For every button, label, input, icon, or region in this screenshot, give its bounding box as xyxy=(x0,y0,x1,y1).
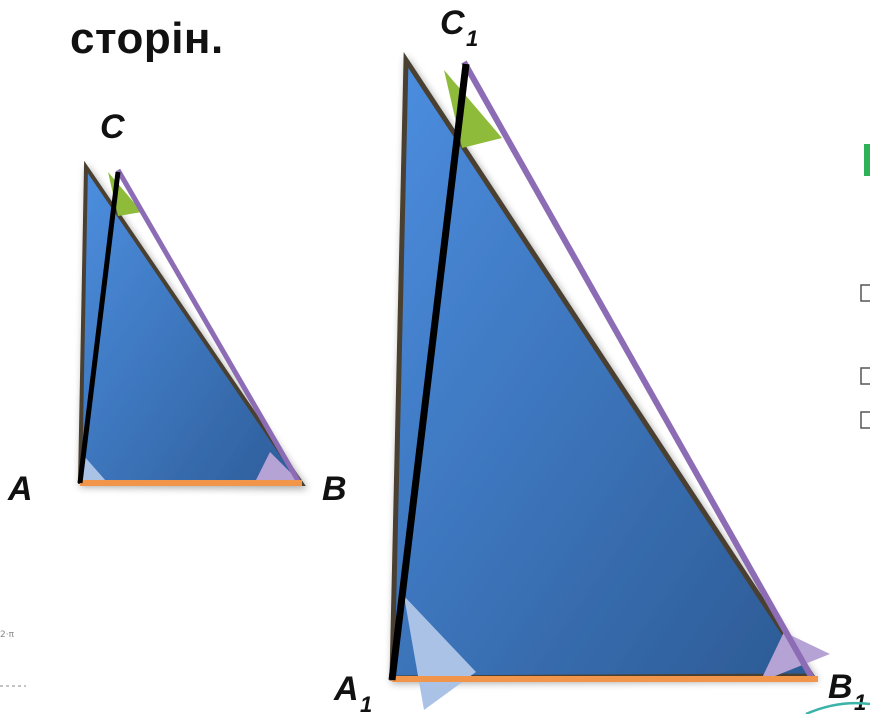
small-side-ac xyxy=(77,171,121,484)
label-small-c: C xyxy=(100,108,125,146)
large-side-ac xyxy=(388,63,470,681)
small-angle-b xyxy=(256,452,302,484)
checkbox-fragment-1 xyxy=(860,284,870,302)
large-side-bc xyxy=(461,60,815,680)
label-small-a: A xyxy=(7,470,33,508)
heading-text: сторін. xyxy=(70,14,224,63)
large-triangle xyxy=(388,51,830,710)
label-large-c-subscript: 1 xyxy=(466,26,478,51)
small-side-bc xyxy=(115,168,303,486)
label-large-a-subscript: 1 xyxy=(360,692,372,714)
large-angle-b xyxy=(760,632,830,682)
label-small-b: B xyxy=(322,470,347,508)
small-triangle xyxy=(77,160,306,487)
label-large-c: C xyxy=(440,4,465,42)
green-fragment xyxy=(864,144,870,176)
margin-note: 2·π xyxy=(0,630,15,640)
small-angle-a xyxy=(80,456,106,482)
checkbox-fragment-3 xyxy=(860,411,870,429)
label-large-a: A xyxy=(333,670,359,708)
checkbox-fragment-2 xyxy=(860,367,870,385)
label-large-b: B xyxy=(828,668,853,706)
teal-arc-fragment xyxy=(805,701,870,714)
